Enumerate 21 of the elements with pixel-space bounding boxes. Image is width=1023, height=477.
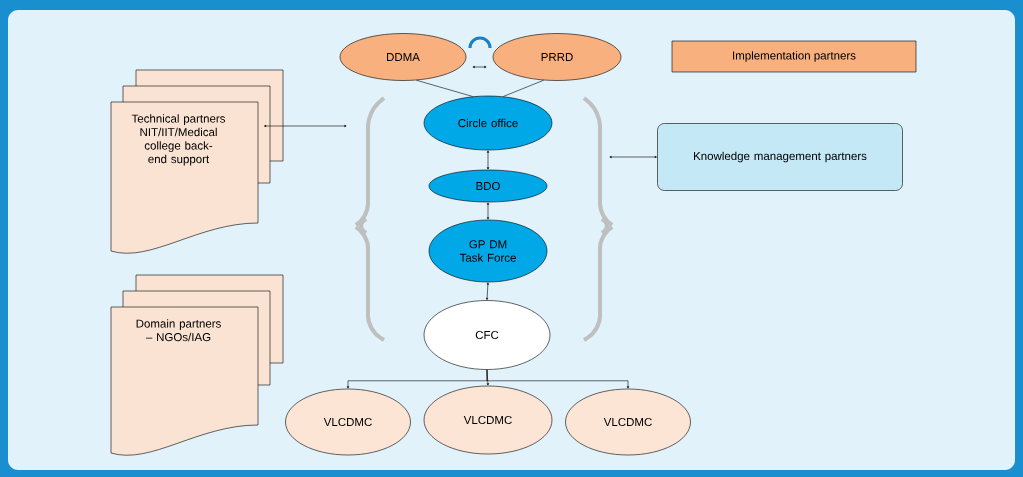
rounded-box: Knowledge management partners: [657, 123, 903, 191]
ellipse-node: GP DM Task Force: [428, 219, 548, 283]
curly-brace-pair: [353, 96, 615, 342]
ellipse-node: CFC: [423, 300, 551, 370]
ellipse-node: VLCDMC: [565, 388, 691, 456]
ellipse-node: VLCDMC: [423, 385, 553, 455]
document-stack: Domain partners – NGOs/IAG: [110, 274, 284, 456]
arrow: [486, 202, 490, 220]
legend-label: Implementation partners: [733, 51, 856, 62]
arrow: [486, 282, 489, 300]
arrow: [486, 150, 490, 170]
arrow: [486, 369, 630, 389]
arrow: [609, 155, 657, 159]
ellipse-node: BDO: [428, 169, 548, 203]
document-stack: Technical partners NIT/IIT/Medical college back-end support: [110, 69, 284, 254]
ellipse-node: Circle office: [423, 95, 553, 151]
ellipse-node: VLCDMC: [285, 388, 411, 456]
ellipse-node: DDMA: [339, 33, 467, 81]
ellipse-node: PRRD: [492, 33, 622, 81]
arrow: [264, 124, 347, 128]
arrow: [472, 65, 487, 69]
